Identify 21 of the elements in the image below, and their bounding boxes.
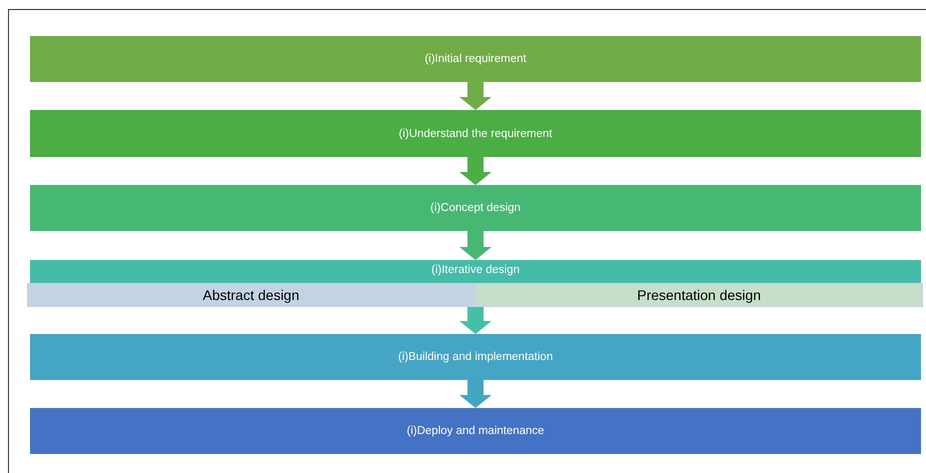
step-bar [30, 408, 921, 454]
step-label: Abstract design [202, 287, 300, 303]
step-bar [30, 260, 921, 307]
block-arrow [460, 82, 492, 110]
step-bar [30, 36, 921, 82]
sub-step-box [27, 283, 475, 307]
step-label: (i)Understand the requirement [398, 128, 552, 140]
step-bar [30, 334, 921, 380]
step-label: Presentation design [637, 287, 761, 303]
block-arrow [460, 157, 492, 185]
block-arrow [460, 231, 492, 260]
step-label: (i)Iterative design [431, 264, 520, 276]
step-label: (i)Building and implementation [398, 351, 553, 363]
step-label: (i)Concept design [430, 202, 521, 214]
sub-step-box [475, 283, 923, 307]
step-bar [30, 185, 921, 231]
step-label: (i)Deploy and maintenance [406, 425, 544, 437]
block-arrow [460, 380, 492, 408]
step-bar [30, 110, 921, 157]
block-arrow [460, 307, 492, 334]
step-label: (i)Initial requirement [424, 53, 526, 65]
